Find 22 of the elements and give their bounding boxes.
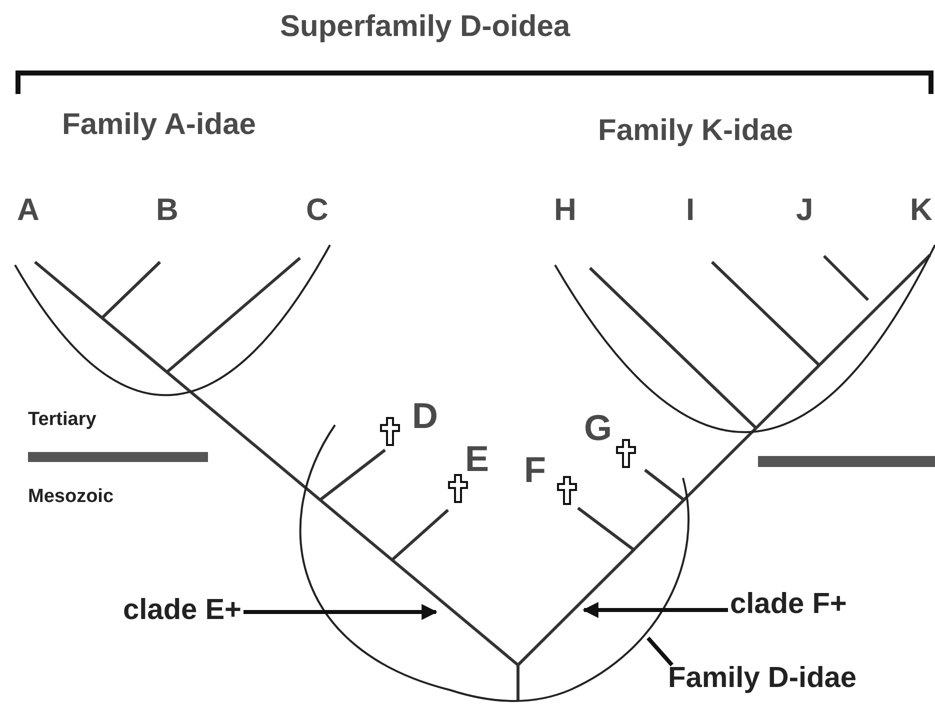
clade-label: Family D-idae	[668, 664, 857, 693]
era-label: Mesozoic	[28, 487, 114, 506]
taxon-label: F	[524, 452, 546, 488]
group-title: Family K-idae	[598, 116, 794, 146]
taxon-label: G	[584, 410, 612, 446]
taxon-label: J	[796, 194, 814, 225]
clade-label: clade F+	[730, 590, 847, 619]
taxon-label: H	[554, 194, 576, 225]
taxon-label: E	[465, 441, 490, 477]
group-title: Superfamily D-oidea	[280, 12, 570, 42]
clade-label: clade E+	[123, 596, 242, 625]
taxon-label: B	[156, 194, 178, 225]
taxon-label: A	[17, 194, 40, 225]
group-title: Family A-idae	[62, 110, 256, 140]
taxon-label: C	[306, 194, 328, 225]
era-label: Tertiary	[28, 410, 96, 429]
taxon-label: K	[910, 194, 932, 225]
arrow	[582, 602, 728, 618]
arrow	[244, 604, 438, 620]
taxon-label: D	[412, 398, 438, 434]
taxon-label: I	[686, 194, 695, 225]
leader-line	[646, 636, 674, 666]
